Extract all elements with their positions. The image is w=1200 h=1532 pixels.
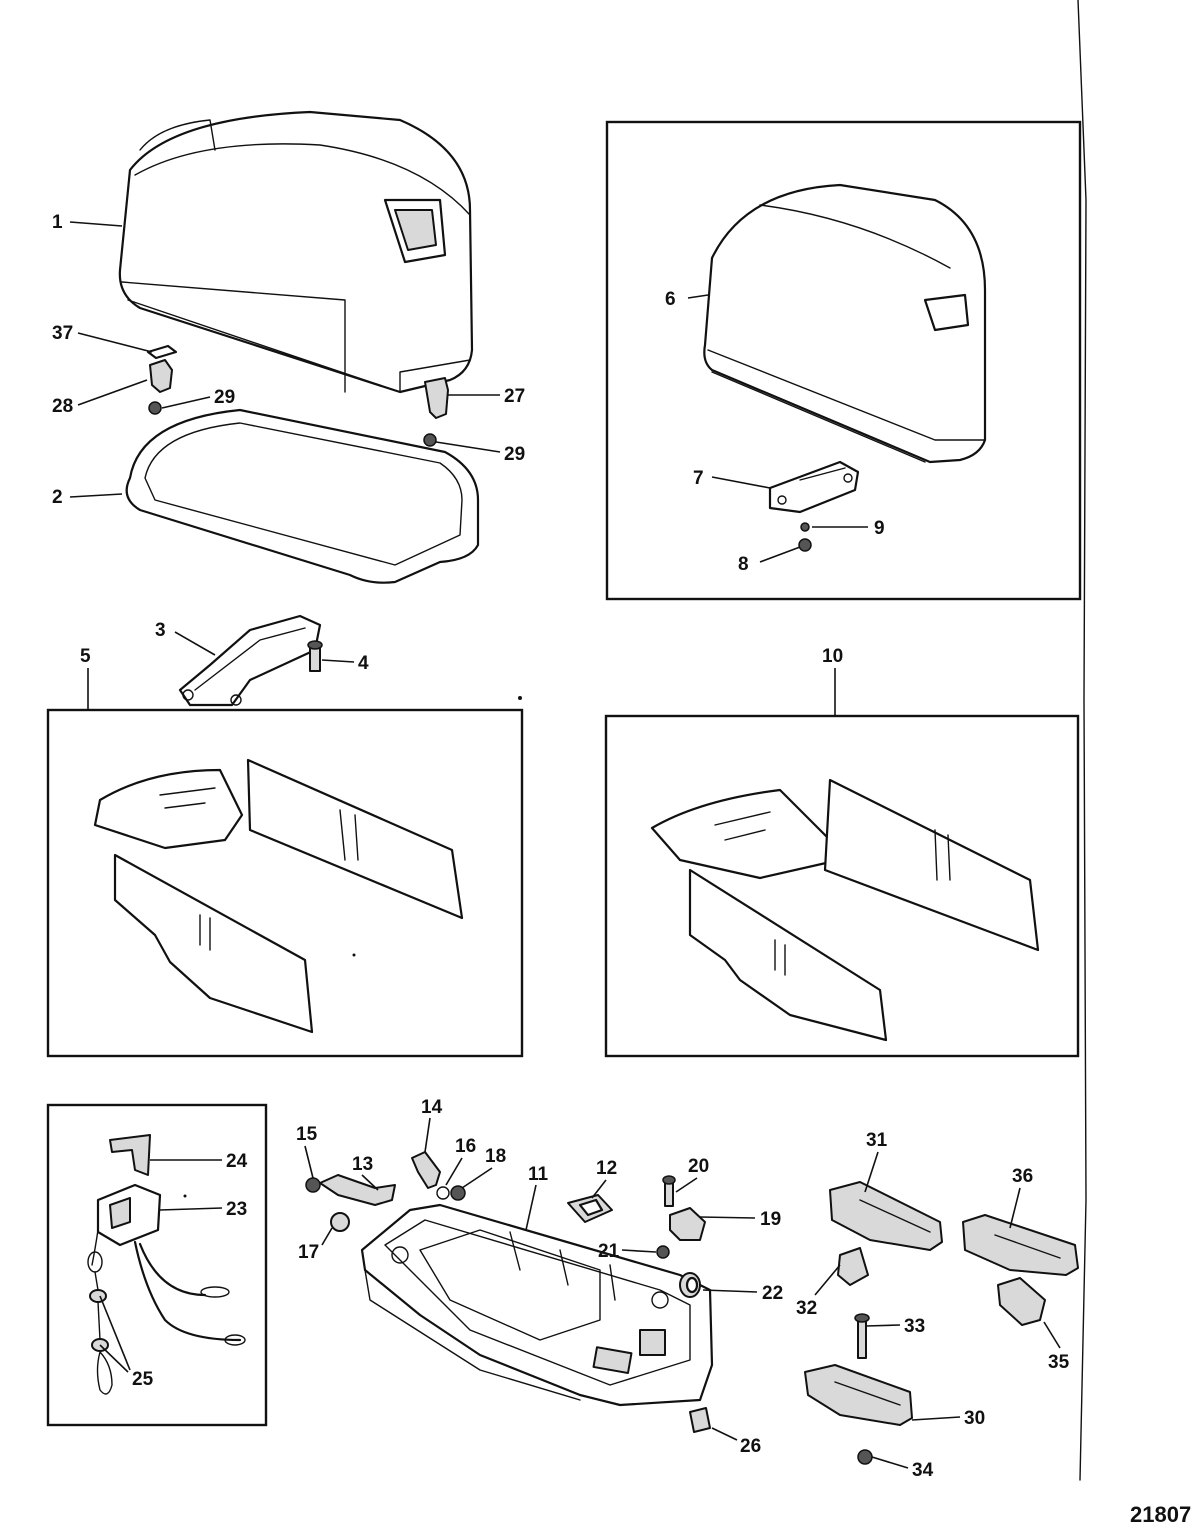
part-25-lanyard <box>87 1229 113 1395</box>
callout-4: 4 <box>358 653 369 674</box>
callout-1: 1 <box>52 212 63 233</box>
callout-34: 34 <box>912 1460 934 1481</box>
part-7-bracket <box>768 460 860 514</box>
part-37-plate <box>146 344 178 360</box>
callout-6: 6 <box>665 289 676 310</box>
part-14-link <box>411 1151 441 1189</box>
callout-11: 11 <box>528 1164 549 1185</box>
part-23-switch <box>96 1183 246 1346</box>
callout-31: 31 <box>866 1130 888 1151</box>
callout-19: 19 <box>760 1209 781 1230</box>
part-13-lever <box>319 1174 396 1206</box>
part-36-panel <box>962 1214 1079 1276</box>
callout-21: 21 <box>598 1241 620 1262</box>
speck <box>352 953 356 957</box>
callout-5: 5 <box>80 646 91 667</box>
part-29-screw-a <box>148 401 162 415</box>
part-5-decal-set <box>93 758 464 1034</box>
part-28-latch <box>149 359 173 393</box>
callout-7: 7 <box>693 468 704 489</box>
part-30-panel <box>804 1364 913 1426</box>
part-24-clip <box>109 1134 151 1176</box>
callout-10: 10 <box>822 646 843 667</box>
callout-24: 24 <box>226 1151 248 1172</box>
callout-36: 36 <box>1012 1166 1033 1187</box>
part-17-bushing <box>330 1212 350 1232</box>
part-1-top-cowl <box>118 110 474 394</box>
part-2-cowl-seal <box>125 408 480 584</box>
callout-8: 8 <box>738 554 749 575</box>
part-31-panel <box>829 1181 943 1251</box>
part-16-washer <box>436 1186 450 1200</box>
callout-22: 22 <box>762 1283 783 1304</box>
callout-17: 17 <box>298 1242 319 1263</box>
callout-20: 20 <box>688 1156 709 1177</box>
part-32-grommet <box>837 1247 869 1286</box>
callout-27: 27 <box>504 386 525 407</box>
part-34-nut <box>857 1449 873 1465</box>
box-part-5 <box>46 708 524 1058</box>
callout-26: 26 <box>740 1436 761 1457</box>
part-12-grommet <box>567 1194 613 1223</box>
part-26-plug <box>689 1407 711 1433</box>
callout-13: 13 <box>352 1154 373 1175</box>
part-4-screw <box>307 640 323 672</box>
callout-3: 3 <box>155 620 166 641</box>
callout-30: 30 <box>964 1408 985 1429</box>
box-part-6 <box>605 120 1082 601</box>
part-29-screw-b <box>423 433 437 447</box>
callout-28: 28 <box>52 396 73 417</box>
part-22-grommet <box>679 1272 701 1298</box>
box-parts-23-25 <box>46 1103 268 1427</box>
callout-14: 14 <box>421 1097 443 1118</box>
part-3-bracket <box>178 614 322 707</box>
callout-25: 25 <box>132 1369 154 1390</box>
part-27-latch <box>424 377 449 419</box>
speck <box>518 696 522 700</box>
part-35-latch <box>997 1277 1046 1326</box>
callout-23: 23 <box>226 1199 247 1220</box>
part-20-screw <box>662 1175 676 1207</box>
callout-32: 32 <box>796 1298 817 1319</box>
callout-29-a: 29 <box>214 387 235 408</box>
callout-15: 15 <box>296 1124 318 1145</box>
callout-2: 2 <box>52 487 63 508</box>
callout-16: 16 <box>455 1136 476 1157</box>
part-18-nut <box>450 1185 466 1201</box>
figure-number: 21807 <box>1130 1502 1191 1527</box>
callout-18: 18 <box>485 1146 506 1167</box>
part-8-screw <box>798 538 812 552</box>
part-11-bottom-cowl <box>360 1203 714 1407</box>
callout-29-b: 29 <box>504 444 525 465</box>
callout-33: 33 <box>904 1316 925 1337</box>
callout-35: 35 <box>1048 1352 1070 1373</box>
callout-labels: 1 2 3 4 5 6 7 8 9 10 11 12 13 14 15 16 1… <box>52 212 1070 1481</box>
part-19-bracket <box>669 1207 706 1241</box>
part-33-screw <box>854 1313 870 1359</box>
callout-9: 9 <box>874 518 885 539</box>
margin-line <box>1077 0 1087 1481</box>
speck <box>183 1194 187 1198</box>
leader-lines <box>69 221 1061 1469</box>
part-9-washer <box>800 522 810 532</box>
box-part-10 <box>604 714 1080 1058</box>
part-10-decal-set <box>650 778 1040 1042</box>
part-21-nut <box>656 1245 670 1259</box>
part-15-screw <box>305 1177 321 1193</box>
callout-12: 12 <box>596 1158 617 1179</box>
part-6-top-cowl <box>703 183 987 464</box>
callout-37: 37 <box>52 323 73 344</box>
